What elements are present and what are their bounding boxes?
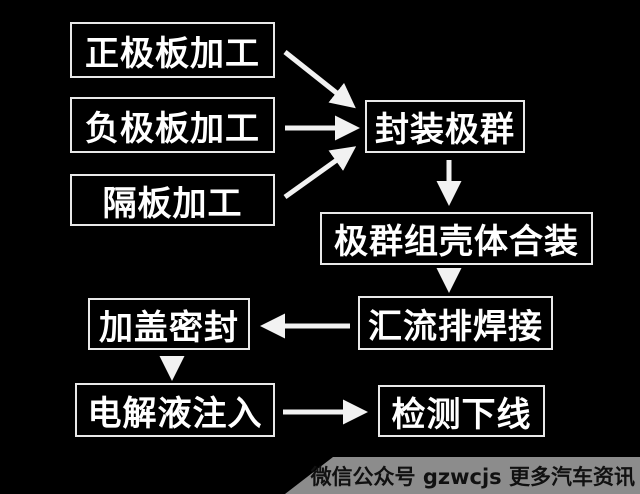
step-positive-plate: 正极板加工: [70, 22, 275, 78]
watermark-text: 微信公众号 gzwcjs 更多汽车资讯: [310, 465, 635, 489]
step-package-group: 封装极群: [365, 100, 525, 153]
step-negative-plate: 负极板加工: [70, 97, 275, 153]
arrow-positive-to-package: [283, 50, 356, 109]
step-lid-sealing: 加盖密封: [88, 298, 250, 350]
step-separator: 隔板加工: [70, 174, 275, 226]
step-group-case-assembly: 极群组壳体合装: [320, 212, 593, 265]
arrow-separator-to-package: [283, 146, 357, 200]
step-inspection-offline: 检测下线: [378, 385, 545, 437]
step-busbar-welding: 汇流排焊接: [358, 296, 553, 350]
step-electrolyte-injection: 电解液注入: [75, 383, 275, 437]
